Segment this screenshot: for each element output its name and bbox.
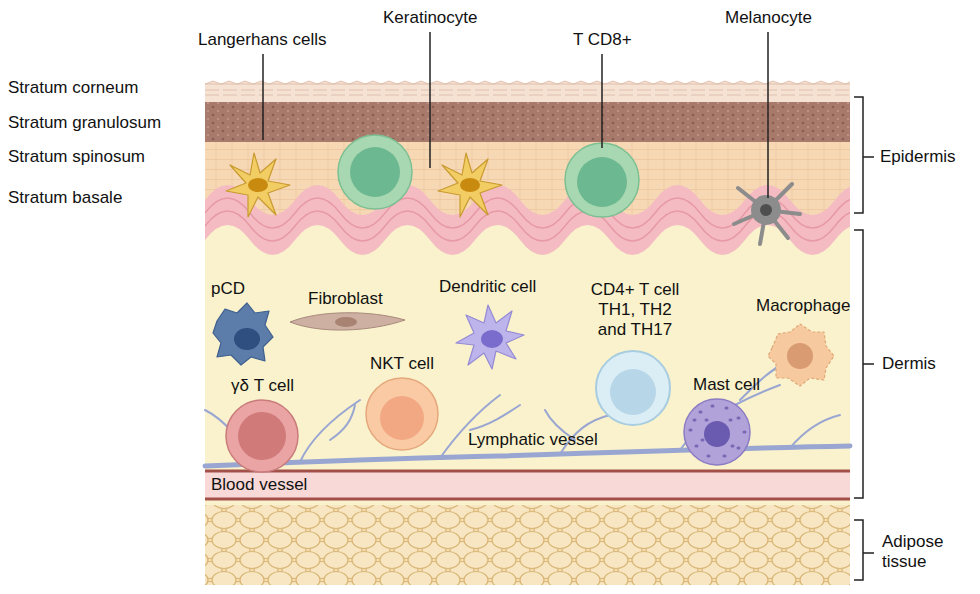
t-cd8-cell xyxy=(565,143,639,217)
part-label: Stratum granulosum xyxy=(8,113,161,133)
leader-lines xyxy=(263,32,768,198)
melanocyte xyxy=(760,204,772,216)
stratum-basale-band xyxy=(205,185,850,585)
part-label: Stratum basale xyxy=(8,188,122,208)
lymphatic-vessel xyxy=(300,400,360,462)
corneum-edge xyxy=(205,81,850,84)
pcd-cell xyxy=(213,303,273,365)
part-label: Keratinocyte xyxy=(383,8,478,28)
mast-cell xyxy=(704,421,730,447)
part-label: Lymphatic vessel xyxy=(468,430,598,450)
macrophage xyxy=(768,324,834,386)
dendritic-cell xyxy=(481,330,503,348)
cd4-t-cell xyxy=(596,351,670,425)
stratum-granulosum-band xyxy=(205,102,850,142)
melanocyte xyxy=(751,195,781,225)
leader-lines xyxy=(767,32,769,198)
langerhans-cell xyxy=(438,153,502,217)
langerhans-cell xyxy=(248,178,268,192)
langerhans-cell xyxy=(226,153,290,217)
keratinocyte xyxy=(350,147,400,197)
part-label: Dermis xyxy=(882,354,936,374)
mast-cell xyxy=(690,406,745,456)
keratinocyte xyxy=(338,135,412,209)
keratinocyte xyxy=(338,135,412,209)
langerhans-cell xyxy=(438,153,502,217)
langerhans-cell xyxy=(460,178,480,192)
layer-brackets xyxy=(854,97,874,580)
blood-vessel xyxy=(205,470,850,500)
gamma-delta-t-cell xyxy=(238,412,286,460)
leader-lines xyxy=(429,32,431,168)
part-label: pCD xyxy=(211,279,245,299)
nkt-cell xyxy=(366,378,438,450)
part-label: Langerhans cells xyxy=(198,30,327,50)
t-cd8-cell xyxy=(577,157,627,207)
skin-layers xyxy=(205,81,850,585)
layer-brackets xyxy=(854,520,874,580)
fibroblast xyxy=(290,313,405,330)
part-label: γδ T cell xyxy=(231,376,294,396)
stratum-corneum-band xyxy=(205,84,850,102)
melanocyte xyxy=(734,184,800,244)
nkt-cell xyxy=(366,378,438,450)
pcd-cell xyxy=(234,328,260,350)
part-label: CD4+ T cell TH1, TH2 and TH17 xyxy=(587,280,683,340)
cd4-t-cell xyxy=(596,351,670,425)
lymphatic-vessel xyxy=(790,415,840,448)
part-label: NKT cell xyxy=(370,354,434,374)
layer-brackets xyxy=(854,230,874,498)
pcd-cell xyxy=(213,303,273,365)
dendritic-cell xyxy=(456,305,524,369)
layer-brackets xyxy=(854,97,874,213)
part-label: Dendritic cell xyxy=(439,277,536,297)
gamma-delta-t-cell xyxy=(226,400,298,472)
mast-cell xyxy=(684,399,750,465)
part-label: Fibroblast xyxy=(308,289,383,309)
part-label: Macrophage xyxy=(756,296,851,316)
part-label: Melanocyte xyxy=(725,8,812,28)
melanocyte xyxy=(734,184,800,244)
corneum-flakes xyxy=(205,90,850,95)
part-label: Mast cell xyxy=(693,375,760,395)
fibroblast xyxy=(290,313,405,330)
lymphatic-vessel xyxy=(205,360,850,466)
part-label: Epidermis xyxy=(880,147,956,167)
nkt-cell xyxy=(380,396,424,440)
part-label: Blood vessel xyxy=(211,475,307,495)
macrophage xyxy=(787,343,813,369)
part-label: T CD8+ xyxy=(573,30,632,50)
blood-vessel xyxy=(205,470,850,500)
gamma-delta-t-cell xyxy=(226,400,298,472)
leader-lines xyxy=(262,54,264,140)
part-label: Adipose tissue xyxy=(882,532,972,572)
mast-cell xyxy=(684,399,750,465)
langerhans-cell xyxy=(226,153,290,217)
t-cd8-cell xyxy=(565,143,639,217)
part-label: Stratum spinosum xyxy=(8,147,145,167)
dendritic-cell xyxy=(456,305,524,369)
adipose-layer xyxy=(205,505,850,585)
blood-vessel xyxy=(205,471,850,499)
dermis-ground xyxy=(205,225,850,585)
macrophage xyxy=(768,324,834,386)
cd4-t-cell xyxy=(610,369,656,415)
leader-lines xyxy=(601,54,603,148)
part-label: Stratum corneum xyxy=(8,78,138,98)
fibroblast xyxy=(335,317,357,327)
